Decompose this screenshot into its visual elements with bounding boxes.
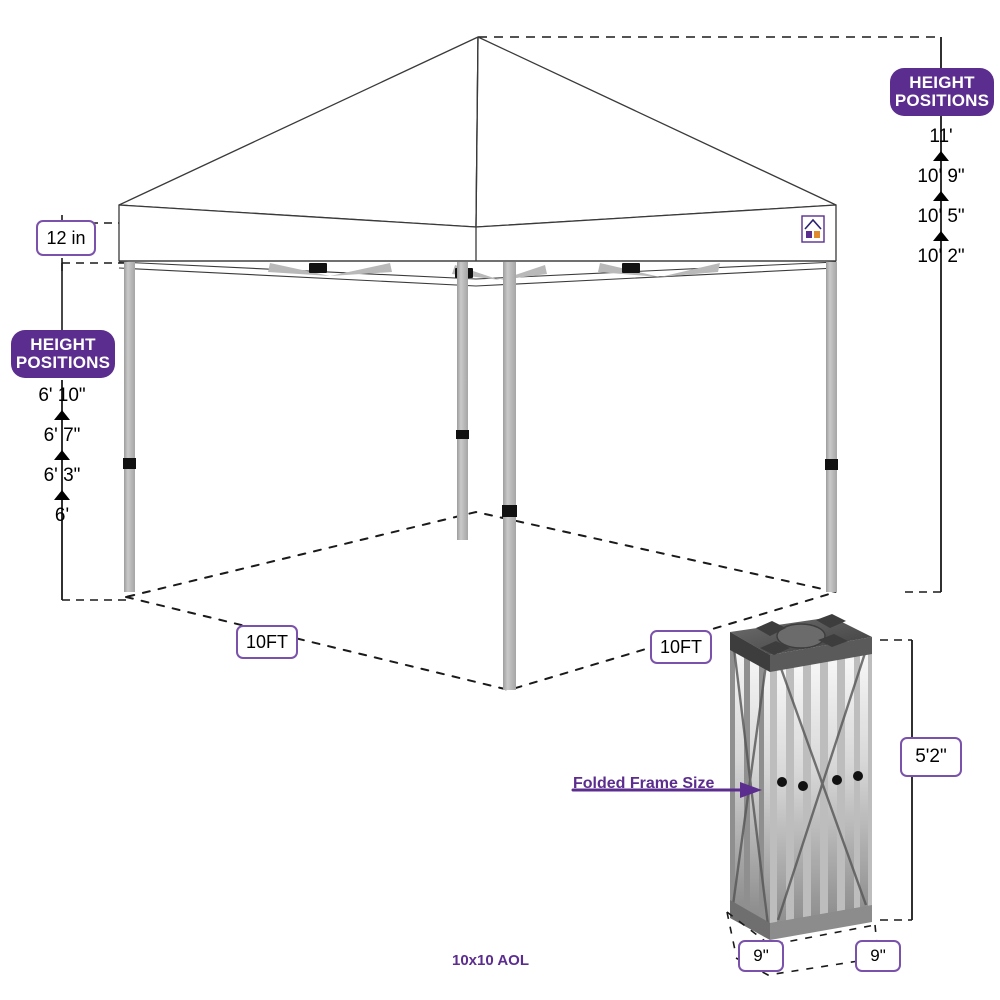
diagram-caption: 10x10 AOL — [452, 952, 529, 969]
folded-width-box-left: 9" — [738, 940, 784, 972]
height-positions-badge-left: HEIGHT POSITIONS — [11, 330, 115, 378]
leg-height-collar — [456, 430, 469, 439]
badge-line-1: HEIGHT — [909, 73, 975, 93]
folded-frame-pointer-arrow — [571, 782, 762, 798]
folded-width-box-right: 9" — [855, 940, 901, 972]
up-triangle-icon — [54, 410, 70, 420]
height-step-left-1: 6' 10" — [38, 385, 86, 406]
folded-frame-illustration — [730, 614, 872, 940]
canopy-brand-logo — [801, 215, 825, 243]
canopy-legs — [123, 262, 838, 690]
height-positions-badge-right: HEIGHT POSITIONS — [890, 68, 994, 116]
badge-line-1: HEIGHT — [30, 335, 96, 355]
height-step-left-4: 6' — [54, 505, 70, 526]
up-triangle-icon — [54, 450, 70, 460]
height-step-right-3: 10' 5" — [917, 206, 965, 227]
up-triangle-icon — [54, 490, 70, 500]
folded-height-dimension-box: 5'2" — [900, 737, 962, 777]
frame-lock-pins — [777, 771, 863, 791]
badge-line-2: POSITIONS — [15, 353, 111, 372]
leg-height-collar — [825, 459, 838, 470]
folded-frame-size-label: Folded Frame Size — [573, 775, 715, 792]
height-step-right-2: 10' 9" — [917, 166, 965, 187]
up-triangle-icon — [933, 151, 949, 161]
width-dimension-box-right: 10FT — [650, 630, 712, 664]
width-dimension-box-left: 10FT — [236, 625, 298, 659]
height-step-right-1: 11' — [929, 126, 953, 147]
height-step-left-3: 6' 3" — [43, 465, 81, 486]
up-triangle-icon — [933, 191, 949, 201]
height-step-left-2: 6' 7" — [43, 425, 81, 446]
canopy-top — [118, 36, 837, 262]
valance-dimension-box: 12 in — [36, 220, 96, 256]
leg-height-collar — [123, 458, 136, 469]
badge-line-2: POSITIONS — [894, 91, 990, 110]
height-step-right-4: 10' 2" — [917, 246, 965, 267]
leg-height-collar — [502, 505, 517, 517]
ground-plane-outline — [125, 510, 840, 692]
up-triangle-icon — [933, 231, 949, 241]
